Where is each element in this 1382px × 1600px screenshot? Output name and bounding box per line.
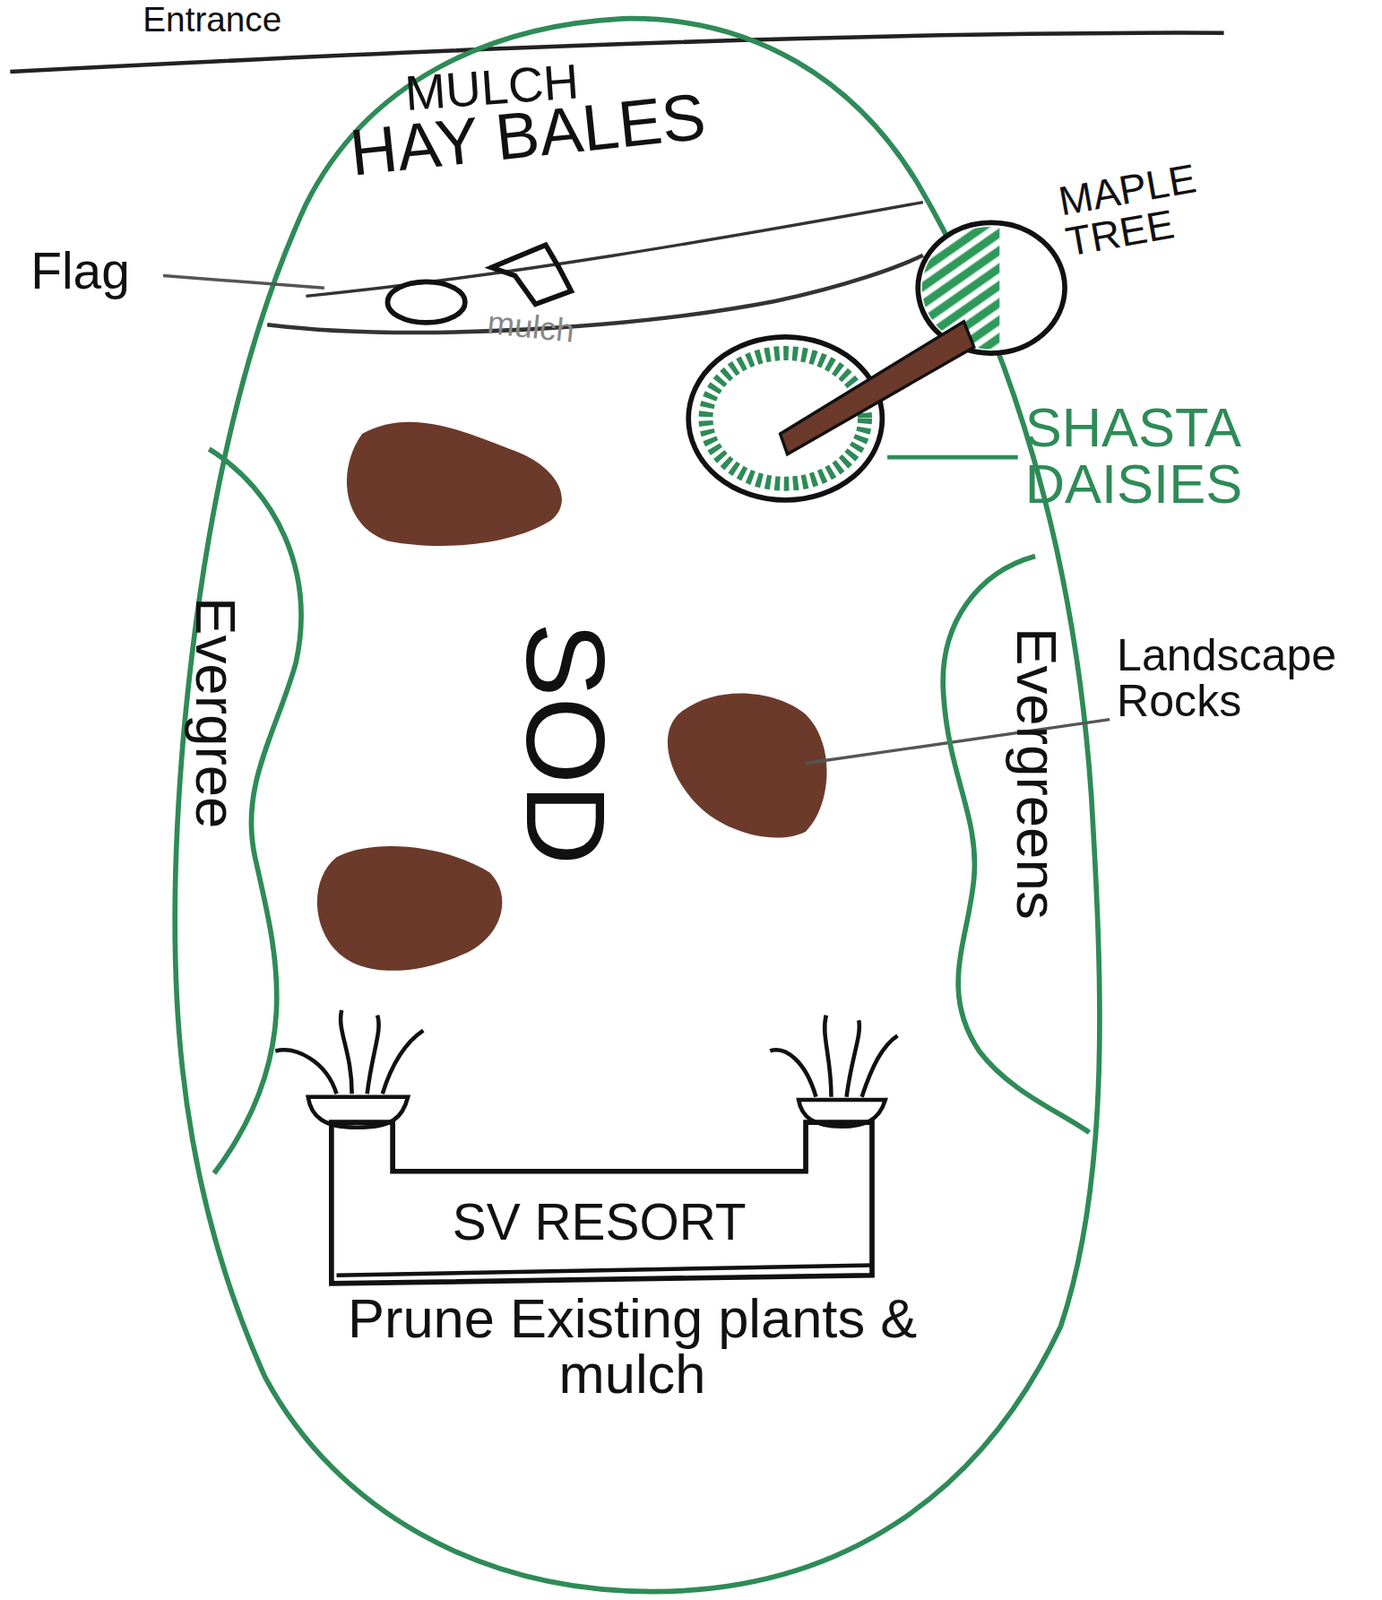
sign-outline: [331, 1122, 873, 1284]
sign-base: [336, 1264, 873, 1275]
planter: [308, 1096, 409, 1128]
tree-label: MAPLE TREE: [1055, 140, 1302, 264]
evergreen-band: [942, 556, 1089, 1133]
bed-outline: [174, 18, 1100, 1592]
maple-trunk: [780, 321, 975, 455]
daisy-bed: [688, 336, 882, 501]
flag-symbol: [492, 244, 572, 304]
landscape-rock: [317, 846, 502, 971]
entrance-label: Entrance: [142, 1, 282, 37]
area-label: HAY BALES: [346, 83, 709, 187]
sign-panel: SV RESORT: [392, 1173, 806, 1270]
evergreen-label: Evergreens: [1007, 627, 1066, 920]
leader-line: [163, 276, 325, 289]
evergreen-label: Evergree: [186, 596, 245, 830]
sod-label: SOD: [507, 621, 622, 865]
flag-symbol: [387, 281, 465, 323]
band-line: [267, 255, 924, 333]
sign-text: SV RESORT: [452, 1195, 747, 1248]
band-line: [305, 202, 923, 297]
note: Prune Existing plants & mulch: [295, 1290, 969, 1403]
leader-line: [887, 455, 1019, 460]
flag-label: Flag: [30, 244, 130, 297]
planter: [798, 1099, 886, 1127]
plant-label: SHASTA DAISIES: [1025, 399, 1352, 512]
faint-note: mulch: [485, 305, 576, 348]
entrance-line: [9, 33, 1224, 72]
ornamental-grass: [275, 1010, 898, 1097]
landscape-rock: [346, 422, 562, 546]
rock-label: Landscape Rocks: [1116, 632, 1373, 725]
landscape-rock: [667, 692, 828, 838]
